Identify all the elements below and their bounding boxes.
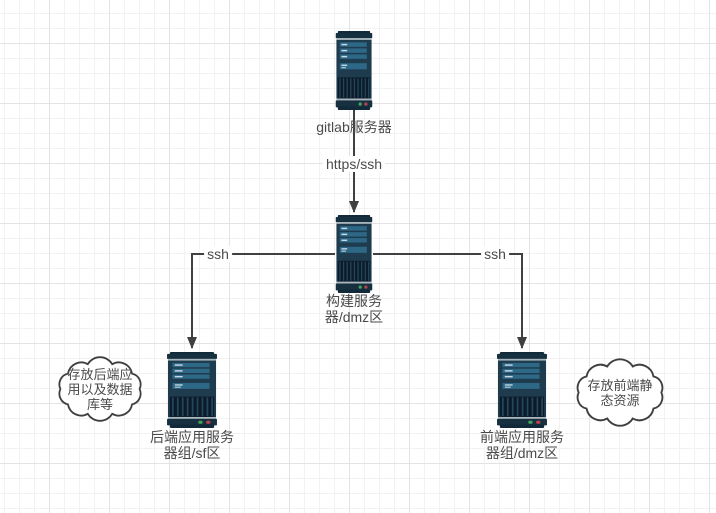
server-tower-icon [497, 352, 547, 428]
node-build-server[interactable] [335, 215, 373, 293]
edge-label-https-ssh: https/ssh [322, 156, 386, 172]
cloud-text-frontend: 存放前端静 态资源 [587, 377, 653, 408]
node-label-backend: 后端应用服务 器组/sf区 [150, 429, 234, 461]
server-tower-icon [335, 31, 373, 110]
node-label-gitlab: gitlab服务器 [316, 119, 392, 135]
edge-label-ssh-left: ssh [204, 246, 232, 262]
server-tower-icon [335, 215, 373, 293]
node-label-frontend: 前端应用服务 器组/dmz区 [480, 429, 564, 461]
edge-build-to-frontend [373, 253, 527, 349]
node-label-build: 构建服务 器/dmz区 [324, 293, 384, 325]
cloud-text-backend: 存放后端应 用以及数据 库等 [67, 366, 133, 412]
edge-label-ssh-right: ssh [481, 246, 509, 262]
node-gitlab-server[interactable] [335, 31, 373, 110]
server-tower-icon [167, 352, 217, 428]
cloud-annotation-backend[interactable]: 存放后端应 用以及数据 库等 [55, 356, 145, 422]
node-frontend-server[interactable] [496, 352, 548, 428]
edge-build-to-backend [187, 253, 335, 349]
node-backend-server[interactable] [166, 352, 218, 428]
cloud-annotation-frontend[interactable]: 存放前端静 态资源 [573, 358, 667, 427]
